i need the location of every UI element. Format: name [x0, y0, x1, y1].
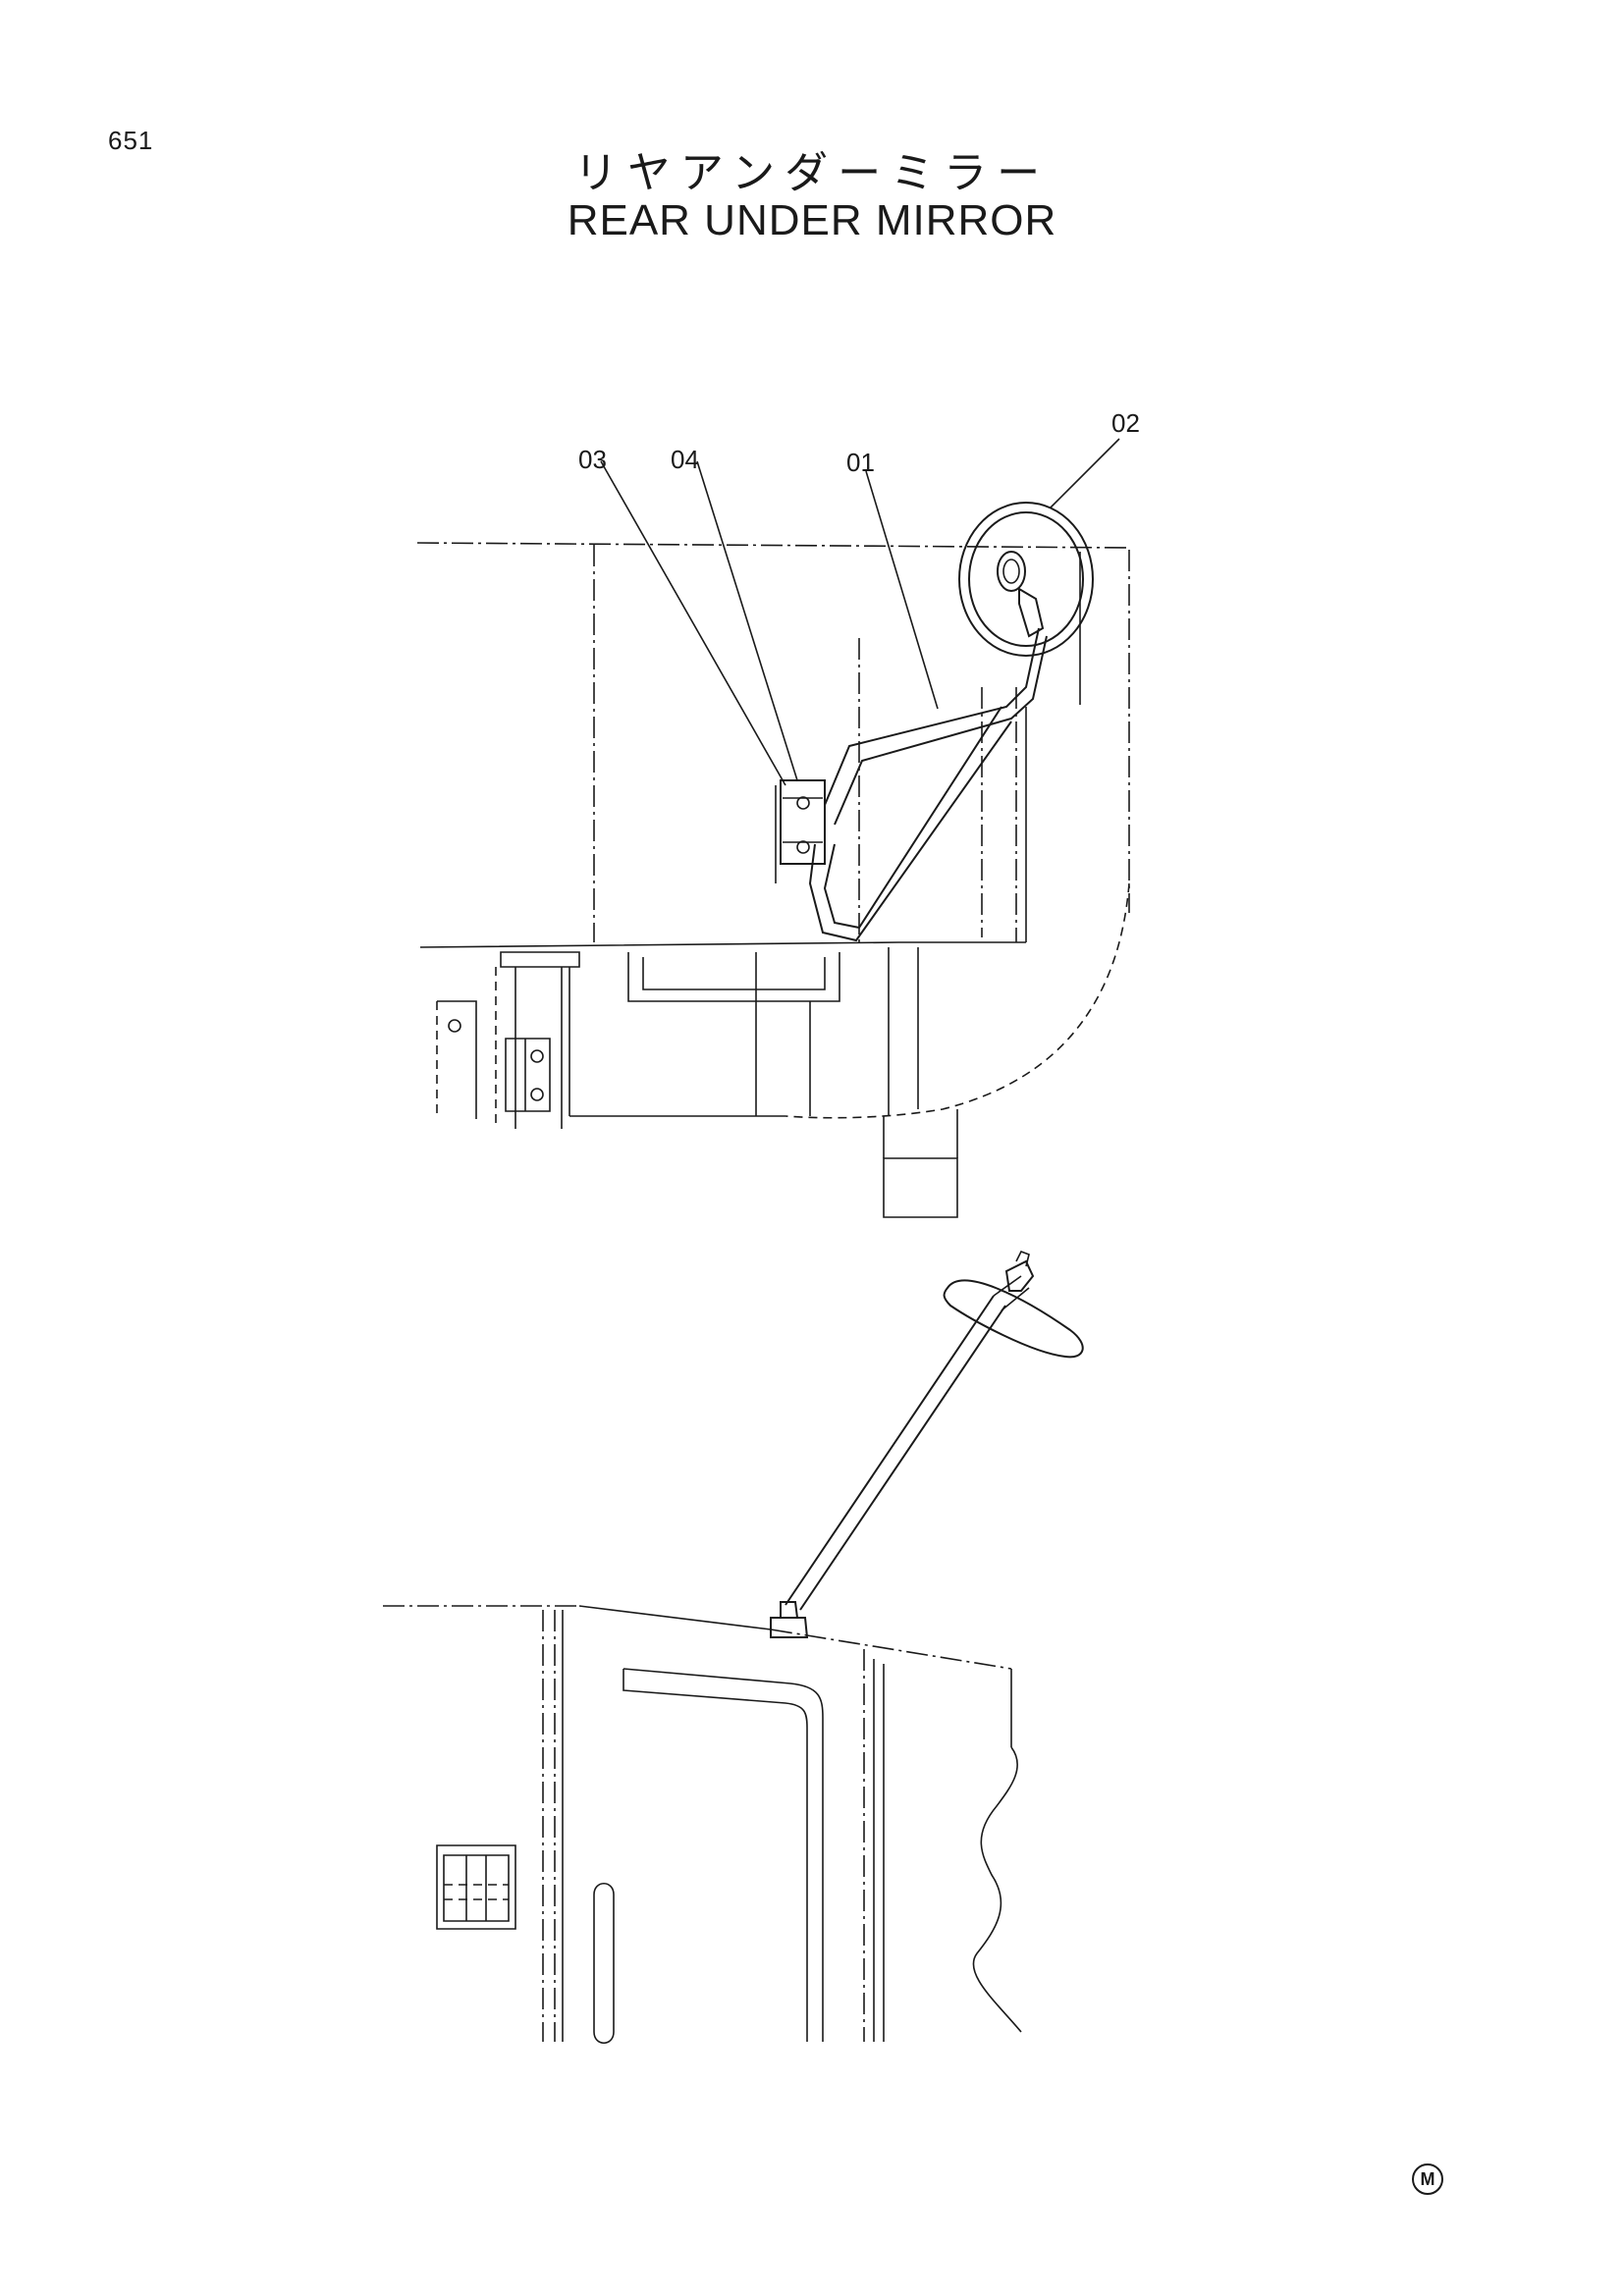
manufacturer-mark: M	[1412, 2163, 1443, 2195]
rear-view-diagram	[416, 438, 1130, 1218]
leader-line-01	[865, 470, 939, 710]
callout-02: 02	[1111, 408, 1140, 438]
callout-01: 01	[846, 448, 875, 477]
callout-04: 04	[671, 445, 699, 474]
page-number: 651	[108, 126, 154, 155]
leader-line-02	[1050, 438, 1120, 508]
leader-line-03	[600, 460, 786, 786]
leader-line-04	[696, 460, 798, 781]
page-title-english: REAR UNDER MIRROR	[567, 196, 1057, 244]
page-title-japanese: リヤアンダーミラー	[573, 148, 1051, 198]
side-view-diagram	[383, 1250, 1084, 2045]
callout-03: 03	[578, 445, 607, 474]
